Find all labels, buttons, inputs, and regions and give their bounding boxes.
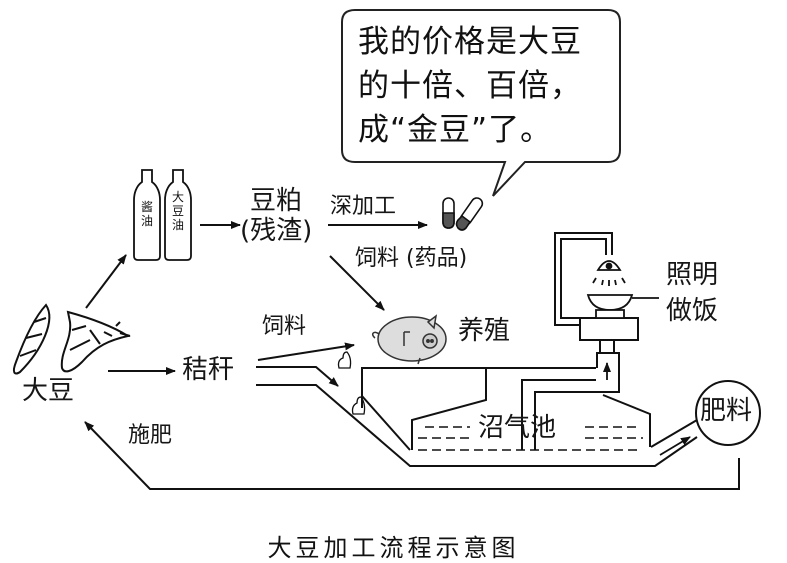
residue-label: (残渣) bbox=[240, 216, 313, 246]
arrow-straw-feed bbox=[257, 342, 355, 361]
soybean-label: 大豆 bbox=[22, 376, 75, 406]
stove-icon bbox=[586, 294, 659, 319]
bubble-line: 成“金豆”了。 bbox=[358, 112, 553, 148]
soy-sauce-label: 酱 油 bbox=[140, 200, 154, 228]
gas-pipe bbox=[554, 232, 639, 353]
arrow-meal-to-breeding bbox=[329, 255, 385, 311]
fertilizer-circle bbox=[695, 380, 761, 446]
figure-caption: 大豆加工流程示意图 bbox=[267, 534, 520, 562]
cooking-label: 做饭 bbox=[666, 296, 719, 326]
bubble-line: 我的价格是大豆 bbox=[358, 24, 582, 60]
label-char: 酱 bbox=[140, 200, 153, 214]
deep-processing-label: 深加工 bbox=[330, 194, 397, 219]
breeding-label: 养殖 bbox=[458, 316, 511, 346]
bubble-line: 的十倍、百倍， bbox=[358, 68, 582, 104]
fertilize-label: 施肥 bbox=[128, 423, 173, 448]
feed-label: 饲料 bbox=[262, 314, 307, 339]
soybean-oil-label: 大 豆 油 bbox=[171, 190, 185, 232]
lighting-label: 照明 bbox=[666, 260, 719, 290]
pig-icon bbox=[372, 314, 447, 365]
capsule-icon bbox=[442, 197, 484, 231]
straw-label: 秸秆 bbox=[182, 355, 235, 385]
lamp-icon bbox=[592, 260, 626, 286]
label-char: 油 bbox=[140, 214, 153, 228]
manure-icon bbox=[337, 351, 366, 415]
fertilizer-label: 肥料 bbox=[700, 396, 753, 426]
label-char: 油 bbox=[171, 218, 184, 232]
arrow-soybean-to-bottles bbox=[85, 254, 127, 309]
soybean-pod-icon bbox=[12, 303, 131, 375]
bottle-icon bbox=[133, 169, 192, 261]
feed-medicine-label: 饲料 (药品) bbox=[355, 246, 468, 271]
speech-bubble-text: 我的价格是大豆 的十倍、百倍， 成“金豆”了。 bbox=[358, 20, 608, 152]
arrow-fertilize bbox=[84, 421, 740, 490]
speech-bubble bbox=[341, 9, 621, 197]
label-char: 大 bbox=[171, 190, 184, 204]
bean-meal-label: 豆粕 bbox=[250, 186, 303, 216]
biogas-tank bbox=[256, 352, 698, 467]
biogas-tank-label: 沼气池 bbox=[478, 413, 557, 443]
arrow-straw-to-biogas bbox=[256, 366, 339, 387]
arrow-to-fertilizer bbox=[659, 436, 691, 456]
label-char: 豆 bbox=[171, 204, 184, 218]
